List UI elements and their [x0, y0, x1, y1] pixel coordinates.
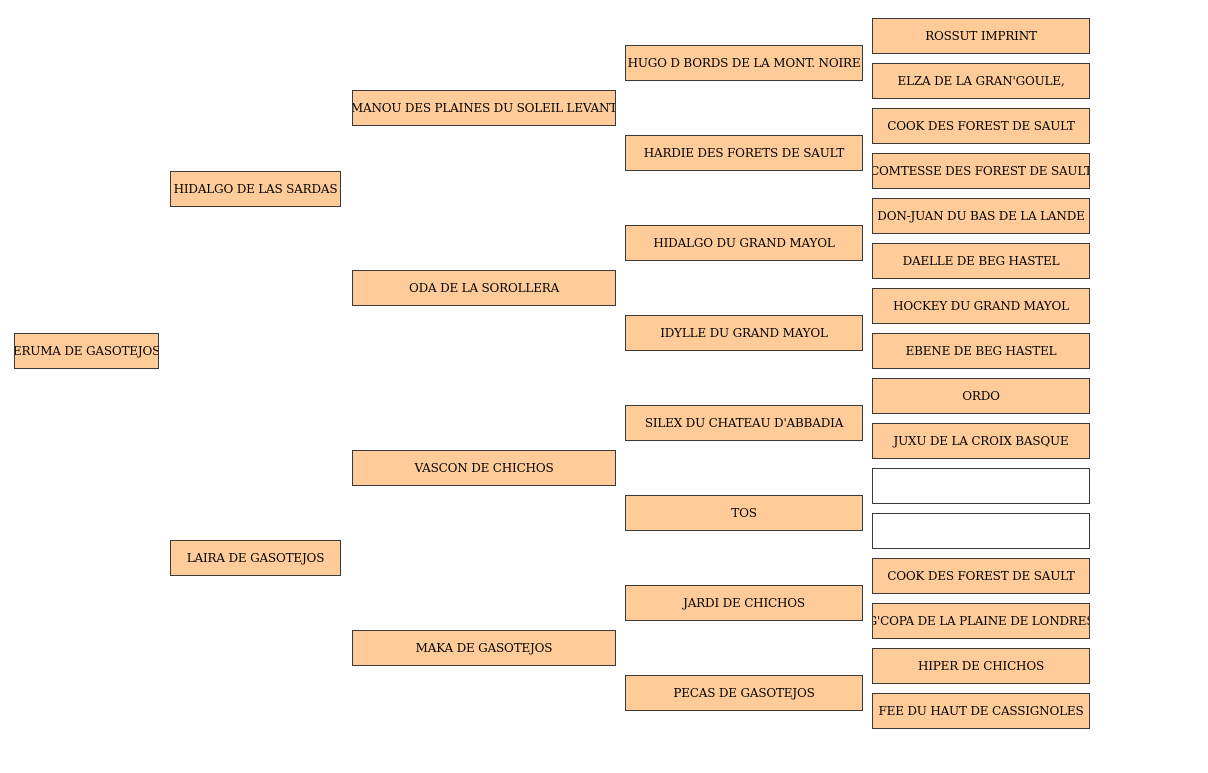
gen5-box-13: COOK DES FOREST DE SAULT — [872, 558, 1090, 594]
gen5-box-9: ORDO — [872, 378, 1090, 414]
gen5-box-2: ELZA DE LA GRAN'GOULE, — [872, 63, 1090, 99]
gen5-box-3: COOK DES FOREST DE SAULT — [872, 108, 1090, 144]
gen3-box-4: MAKA DE GASOTEJOS — [352, 630, 616, 666]
subject-name: ERUMA DE GASOTEJOS — [14, 344, 159, 358]
gen3-box-1: MANOU DES PLAINES DU SOLEIL LEVANT — [352, 90, 616, 126]
gen4-box-7: JARDI DE CHICHOS — [625, 585, 863, 621]
gen5-name-2: ELZA DE LA GRAN'GOULE, — [897, 74, 1065, 88]
gen4-box-5: SILEX DU CHATEAU D'ABBADIA — [625, 405, 863, 441]
gen3-box-3: VASCON DE CHICHOS — [352, 450, 616, 486]
gen4-name-3: HIDALGO DU GRAND MAYOL — [653, 236, 835, 250]
gen4-name-2: HARDIE DES FORETS DE SAULT — [643, 146, 845, 160]
gen5-box-10: JUXU DE LA CROIX BASQUE — [872, 423, 1090, 459]
gen4-name-7: JARDI DE CHICHOS — [683, 596, 805, 610]
dam-box: LAIRA DE GASOTEJOS — [170, 540, 341, 576]
gen5-box-14: G'COPA DE LA PLAINE DE LONDRES — [872, 603, 1090, 639]
gen4-box-6: TOS — [625, 495, 863, 531]
gen4-box-8: PECAS DE GASOTEJOS — [625, 675, 863, 711]
gen5-name-8: EBENE DE BEG HASTEL — [905, 344, 1057, 358]
gen5-box-4: COMTESSE DES FOREST DE SAULT — [872, 153, 1090, 189]
subject-box: ERUMA DE GASOTEJOS — [14, 333, 159, 369]
gen5-box-7: HOCKEY DU GRAND MAYOL — [872, 288, 1090, 324]
gen4-box-1: HUGO D BORDS DE LA MONT. NOIRE — [625, 45, 863, 81]
gen4-name-1: HUGO D BORDS DE LA MONT. NOIRE — [627, 56, 861, 70]
gen5-box-5: DON-JUAN DU BAS DE LA LANDE — [872, 198, 1090, 234]
gen5-name-14: G'COPA DE LA PLAINE DE LONDRES — [872, 614, 1090, 628]
gen5-box-16: FEE DU HAUT DE CASSIGNOLES — [872, 693, 1090, 729]
gen4-box-4: IDYLLE DU GRAND MAYOL — [625, 315, 863, 351]
gen5-name-1: ROSSUT IMPRINT — [925, 29, 1037, 43]
gen4-name-5: SILEX DU CHATEAU D'ABBADIA — [644, 416, 844, 430]
gen5-box-8: EBENE DE BEG HASTEL — [872, 333, 1090, 369]
gen3-name-1: MANOU DES PLAINES DU SOLEIL LEVANT — [352, 101, 616, 115]
gen5-name-5: DON-JUAN DU BAS DE LA LANDE — [877, 209, 1085, 223]
sire-box: HIDALGO DE LAS SARDAS — [170, 171, 341, 207]
gen3-name-3: VASCON DE CHICHOS — [414, 461, 554, 475]
gen5-box-6: DAELLE DE BEG HASTEL — [872, 243, 1090, 279]
gen5-name-4: COMTESSE DES FOREST DE SAULT — [872, 164, 1090, 178]
gen5-name-15: HIPER DE CHICHOS — [918, 659, 1044, 673]
gen5-name-10: JUXU DE LA CROIX BASQUE — [893, 434, 1069, 448]
gen5-name-7: HOCKEY DU GRAND MAYOL — [893, 299, 1069, 313]
gen4-box-2: HARDIE DES FORETS DE SAULT — [625, 135, 863, 171]
gen4-box-3: HIDALGO DU GRAND MAYOL — [625, 225, 863, 261]
gen5-box-15: HIPER DE CHICHOS — [872, 648, 1090, 684]
gen3-box-2: ODA DE LA SOROLLERA — [352, 270, 616, 306]
sire-name: HIDALGO DE LAS SARDAS — [173, 182, 338, 196]
gen5-box-1: ROSSUT IMPRINT — [872, 18, 1090, 54]
gen3-name-4: MAKA DE GASOTEJOS — [415, 641, 553, 655]
gen3-name-2: ODA DE LA SOROLLERA — [408, 281, 560, 295]
gen5-name-13: COOK DES FOREST DE SAULT — [887, 569, 1075, 583]
gen5-name-3: COOK DES FOREST DE SAULT — [887, 119, 1075, 133]
gen4-name-6: TOS — [731, 506, 757, 520]
gen5-name-16: FEE DU HAUT DE CASSIGNOLES — [878, 704, 1084, 718]
gen5-box-11-empty — [872, 468, 1090, 504]
dam-name: LAIRA DE GASOTEJOS — [186, 551, 325, 565]
gen5-name-6: DAELLE DE BEG HASTEL — [902, 254, 1060, 268]
gen4-name-8: PECAS DE GASOTEJOS — [673, 686, 815, 700]
gen4-name-4: IDYLLE DU GRAND MAYOL — [660, 326, 828, 340]
gen5-name-9: ORDO — [962, 389, 1000, 403]
gen5-box-12-empty — [872, 513, 1090, 549]
